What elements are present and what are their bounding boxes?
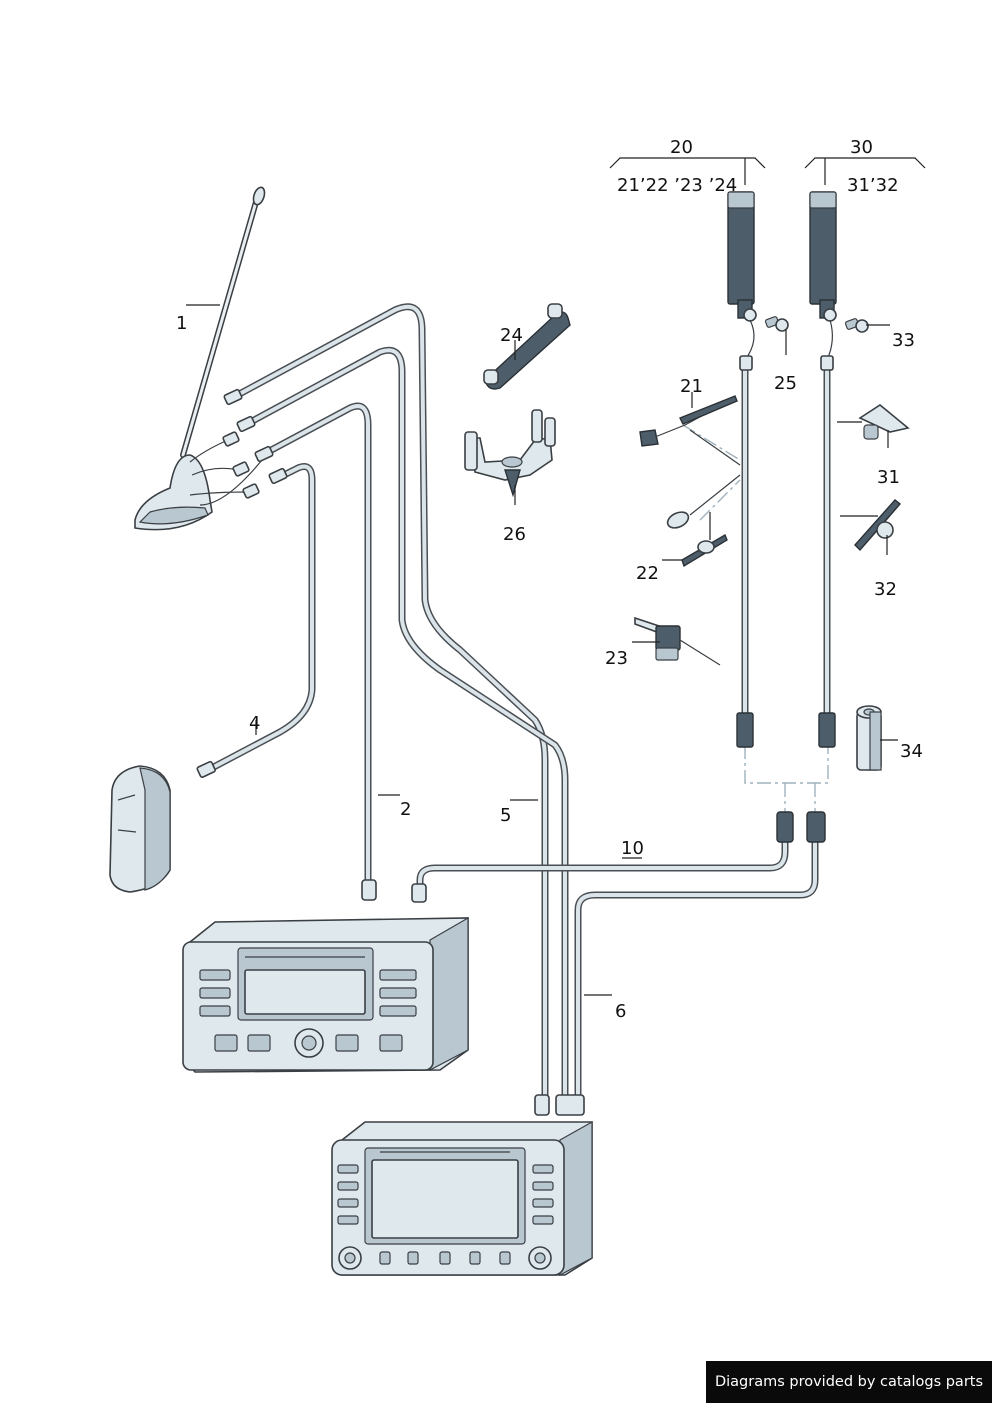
callout-26: 26 <box>503 524 526 545</box>
callout-34: 34 <box>900 741 923 762</box>
callout-24: 24 <box>500 325 523 346</box>
callout-2: 2 <box>400 799 411 820</box>
filter-34 <box>856 705 882 771</box>
navigation-unit <box>331 1120 593 1276</box>
callout-21: 21 <box>680 376 703 397</box>
callout-4: 4 <box>249 713 260 734</box>
cables <box>204 303 831 1104</box>
callout-group20-items: 21’22 ’23 ’24 <box>617 175 737 196</box>
callout-20: 20 <box>670 137 693 158</box>
radio-unit <box>182 916 469 1073</box>
ground-lead-22 <box>666 474 741 568</box>
screw-25 <box>764 316 789 332</box>
amplifier-30 <box>809 191 837 748</box>
callout-6: 6 <box>615 1001 626 1022</box>
callout-5: 5 <box>500 805 511 826</box>
screw-33 <box>844 318 869 333</box>
holder-26 <box>464 409 556 498</box>
footer-credit-text: Diagrams provided by catalogs parts <box>714 1374 984 1390</box>
cable-connectors <box>361 811 826 1116</box>
callout-22: 22 <box>636 563 659 584</box>
connection-dashes <box>682 424 829 815</box>
callout-group30-items: 31’32 <box>847 175 899 196</box>
antenna-base-cover <box>109 765 171 893</box>
roof-antenna <box>134 186 288 778</box>
leader-lines <box>186 157 926 996</box>
bracket-24 <box>483 303 571 390</box>
callout-33: 33 <box>892 330 915 351</box>
ground-strap-21 <box>639 395 741 466</box>
clip-23 <box>634 616 721 666</box>
callout-25: 25 <box>774 373 797 394</box>
callout-32: 32 <box>874 579 897 600</box>
callout-labels: 1 2 4 5 6 10 20 21’22 ’23 ’24 21 22 23 2… <box>176 137 923 1022</box>
callout-1: 1 <box>176 313 187 334</box>
bracket-32 <box>854 499 902 552</box>
callout-31: 31 <box>877 467 900 488</box>
callout-10: 10 <box>621 838 644 859</box>
footer-credit: Diagrams provided by catalogs parts <box>706 1361 992 1403</box>
callout-30: 30 <box>850 137 873 158</box>
callout-23: 23 <box>605 648 628 669</box>
amplifier-20 <box>727 191 757 748</box>
bracket-31 <box>858 404 910 440</box>
